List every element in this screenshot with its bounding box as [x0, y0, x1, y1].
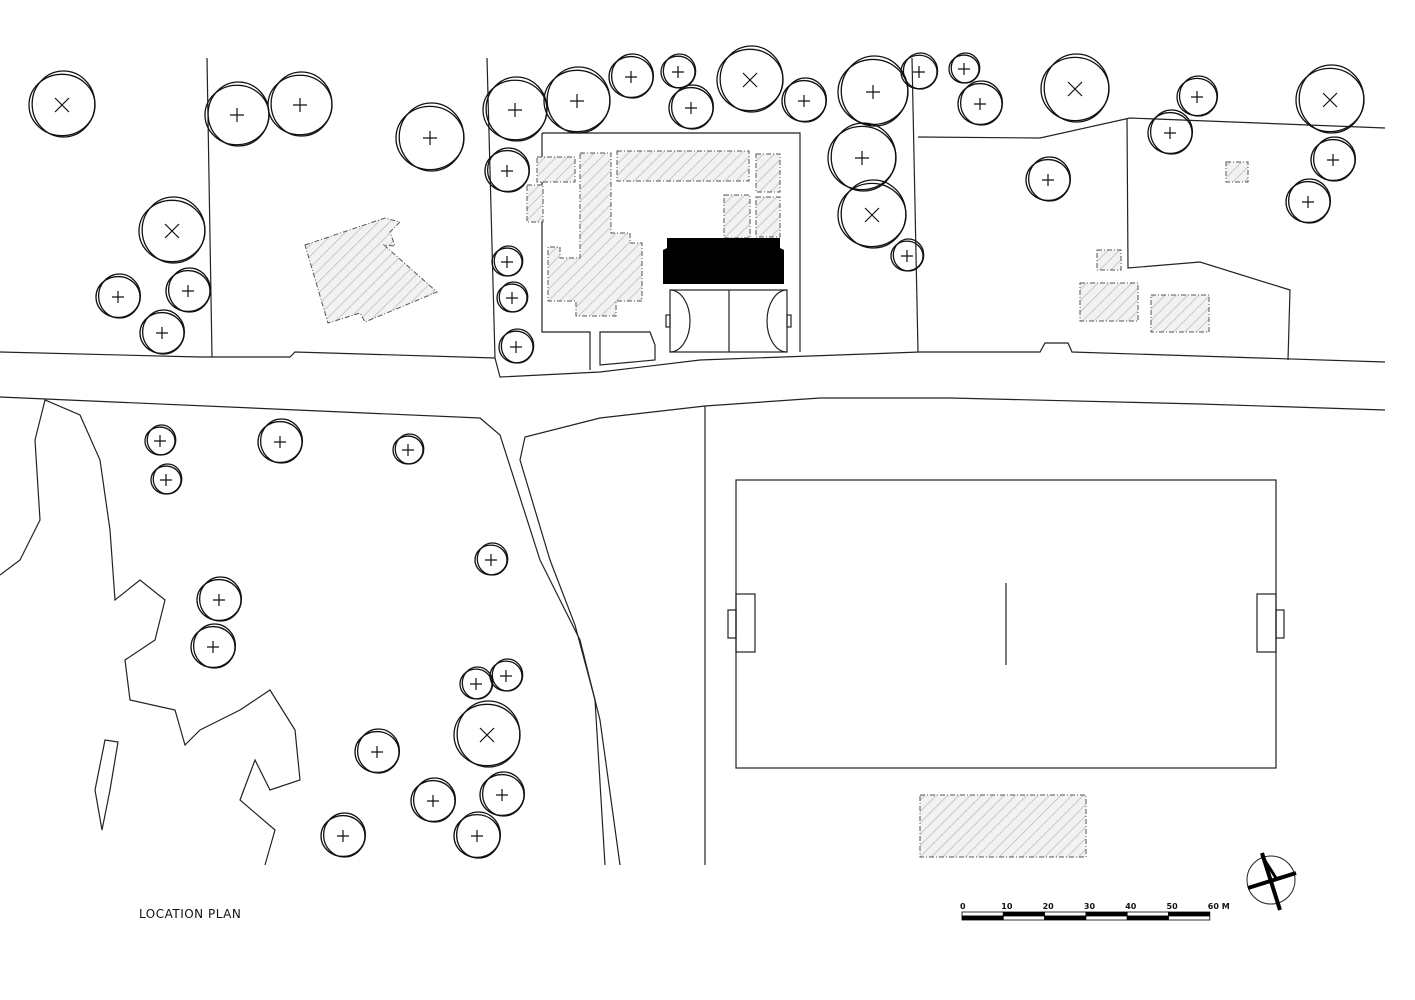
tree-icon	[1310, 136, 1357, 182]
scale-bar: 0 10 20 30 40 50 60 M	[960, 902, 1230, 921]
scale-label: 30	[1084, 902, 1096, 911]
scale-segment	[1168, 911, 1211, 917]
tree-icon	[354, 728, 401, 774]
tree-icon	[489, 658, 524, 692]
sports-court	[665, 289, 792, 353]
tree-icon	[1040, 53, 1110, 123]
shoreline	[0, 399, 301, 866]
property-lines	[206, 57, 1386, 370]
tree-icon	[1025, 156, 1072, 202]
tree-icon	[453, 811, 501, 859]
tree-icon	[139, 309, 186, 355]
tree-icon	[890, 238, 925, 272]
tree-icon	[543, 66, 611, 134]
tree-icon	[660, 53, 697, 89]
tree-icon	[837, 179, 907, 249]
tree-icon	[837, 55, 909, 127]
tree-icon	[267, 71, 333, 137]
tree-icon	[410, 777, 457, 823]
tree-icon	[608, 53, 655, 99]
tree-icon	[144, 424, 177, 456]
scale-segment	[1126, 915, 1169, 921]
tree-icon	[827, 122, 897, 192]
tree-icon	[482, 76, 548, 142]
tree-icon	[95, 273, 142, 319]
tree-icon	[196, 576, 243, 622]
tree-icon	[716, 45, 784, 113]
tree-icon	[1285, 178, 1332, 224]
tree-icon	[1295, 64, 1365, 134]
tree-icon	[668, 84, 715, 130]
scale-segment	[1044, 915, 1087, 921]
tree-icon	[165, 267, 212, 313]
scale-segment	[1085, 915, 1128, 921]
scale-segment	[1044, 911, 1087, 917]
tree-icon	[138, 196, 206, 264]
tree-icon	[28, 70, 96, 138]
trees	[28, 45, 1365, 859]
existing-buildings	[304, 150, 1249, 858]
scale-segment	[961, 915, 1004, 921]
scale-label: 20	[1043, 902, 1055, 911]
tree-icon	[484, 147, 531, 193]
tree-icon	[900, 52, 939, 90]
scale-segment	[1168, 915, 1211, 921]
scale-segment	[1126, 911, 1169, 917]
tree-icon	[498, 328, 535, 364]
tree-icon	[496, 281, 529, 313]
tree-icon	[1147, 109, 1194, 155]
roads	[0, 342, 1386, 866]
tree-icon	[453, 700, 521, 768]
tree-icon	[479, 771, 526, 817]
tree-icon	[948, 52, 981, 84]
tree-icon	[474, 542, 509, 576]
tree-icon	[190, 623, 237, 669]
north-arrow-icon	[1246, 852, 1297, 911]
scale-label: 0	[960, 902, 966, 911]
tree-icon	[1176, 75, 1219, 117]
scale-label: 10	[1001, 902, 1013, 911]
scale-segment	[1085, 911, 1128, 917]
football-field	[727, 479, 1285, 769]
tree-icon	[150, 463, 183, 495]
scale-segment	[961, 911, 1004, 917]
scale-label: 40	[1125, 902, 1137, 911]
tree-icon	[257, 418, 304, 464]
tree-icon	[491, 245, 524, 277]
tree-icon	[320, 812, 367, 858]
drawing-title: LOCATION PLAN	[139, 907, 242, 921]
tree-icon	[957, 80, 1004, 126]
new-building	[663, 238, 784, 284]
tree-icon	[392, 433, 425, 465]
tree-icon	[204, 81, 270, 147]
scale-segment	[1002, 915, 1045, 921]
scale-label: 60 M	[1208, 902, 1230, 911]
scale-segment	[1002, 911, 1045, 917]
tree-icon	[459, 666, 494, 700]
tree-icon	[395, 102, 465, 172]
scale-label: 50	[1167, 902, 1179, 911]
tree-icon	[781, 77, 828, 123]
